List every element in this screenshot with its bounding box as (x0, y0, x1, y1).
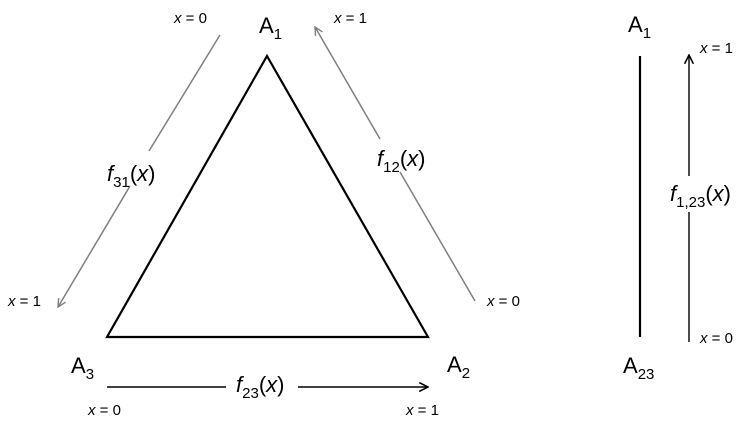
f1-23-start-label: x = 0 (699, 330, 733, 347)
f31-end-label: x = 1 (7, 293, 41, 310)
f23-start-label: x = 0 (87, 402, 121, 419)
f12-start-label: x = 0 (486, 293, 520, 310)
f31-arrow-upper (148, 34, 221, 152)
vertex-a1-label: A1 (259, 13, 282, 43)
f12-arrow-lower (399, 171, 476, 302)
f12-arrow-upper (315, 27, 381, 140)
f31-label: f31(x) (107, 161, 155, 191)
triangle-a1-a2-a3 (105, 53, 430, 339)
vertex-a2-label: A2 (447, 352, 470, 382)
f23-label: f23(x) (236, 372, 284, 402)
f1-23-label: f1,23(x) (670, 181, 731, 211)
f12-end-label: x = 1 (333, 10, 367, 27)
f31-start-label: x = 0 (173, 10, 207, 27)
vertex-a1-right-label: A1 (628, 12, 651, 42)
f1-23-end-label: x = 1 (699, 40, 733, 57)
f12-label: f12(x) (377, 146, 425, 176)
f23-end-label: x = 1 (405, 402, 439, 419)
vertex-a3-label: A3 (71, 353, 94, 383)
f31-arrow-lower (58, 185, 131, 307)
vertex-a23-label: A23 (623, 353, 654, 383)
